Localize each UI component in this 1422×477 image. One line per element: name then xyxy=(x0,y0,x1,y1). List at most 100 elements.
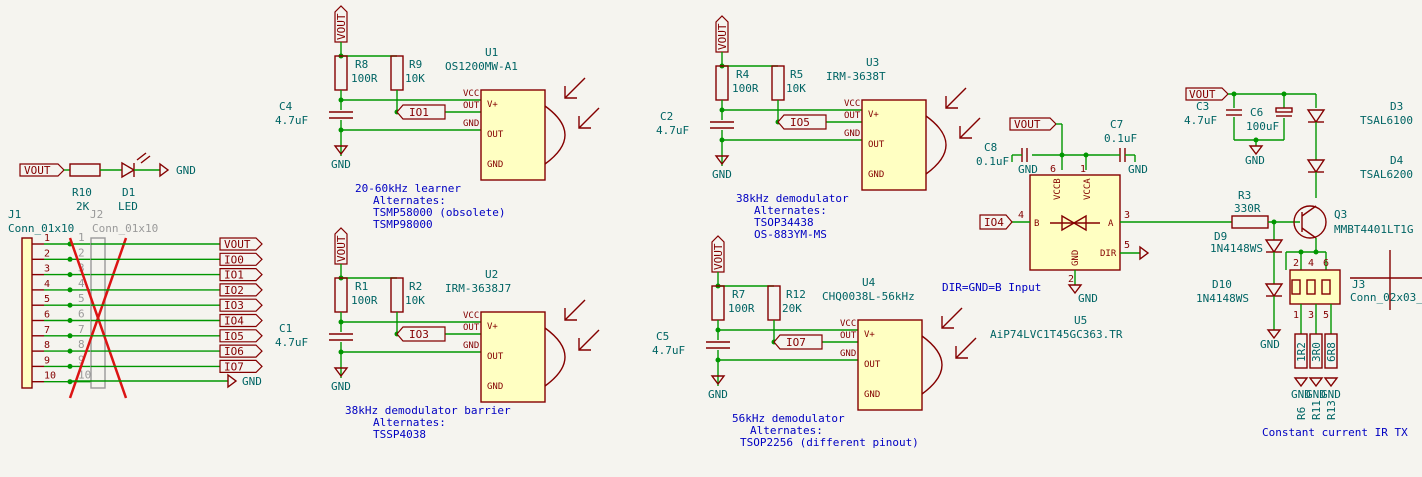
r10-ref: R10 xyxy=(72,186,92,199)
u4-r1-ref: R7 xyxy=(732,288,745,301)
tx-res-val-1: 3R0 xyxy=(1310,342,1323,362)
u3-note-0: 38kHz demodulator xyxy=(736,192,849,205)
u5-pn-dir: 5 xyxy=(1124,240,1130,251)
d9-ref: D9 xyxy=(1214,230,1227,243)
header-net-vout: VOUT xyxy=(224,238,251,251)
d10-value: 1N4148WS xyxy=(1196,292,1249,305)
u2-note-2: TSSP4038 xyxy=(373,428,426,441)
u3-vout-label: VOUT xyxy=(716,23,729,50)
j2-pin-10: 10 xyxy=(78,369,91,382)
u3-ipin-gnd: GND xyxy=(868,170,884,180)
d1-ref: D1 xyxy=(122,186,135,199)
u1-ref: U1 xyxy=(485,46,498,59)
tx-res-val-2: 6R8 xyxy=(1325,342,1338,362)
u5-pn-a: 3 xyxy=(1124,210,1130,221)
u5-pn-gnd: 2 xyxy=(1068,274,1074,285)
r10-value: 2K xyxy=(76,200,90,213)
u4-pin-gnd: GND xyxy=(840,349,856,359)
u5-pn-vcca: 1 xyxy=(1080,164,1086,175)
j2-pin-5: 5 xyxy=(78,292,85,305)
u1-gnd-label: GND xyxy=(331,158,351,171)
u3-pin-vcc: VCC xyxy=(844,99,860,109)
j2-pin-9: 9 xyxy=(78,353,85,366)
u2-r2-ref: R2 xyxy=(409,280,422,293)
led-vout-label: VOUT xyxy=(24,164,51,177)
c8-gnd: GND xyxy=(1018,163,1038,176)
u5-pin-vccb: VCCB xyxy=(1053,178,1063,200)
u3-ipin-out: OUT xyxy=(868,140,885,150)
led-gnd-label: GND xyxy=(176,164,196,177)
u5-pin-dir: DIR xyxy=(1100,249,1117,259)
j3-top-pin-1: 4 xyxy=(1308,258,1314,269)
u4-cap-ref: C5 xyxy=(656,330,669,343)
u4-value: CHQ0038L-56kHz xyxy=(822,290,915,303)
u1-ipin-out: OUT xyxy=(487,130,504,140)
u1-pin-out: OUT xyxy=(463,101,480,111)
q3-value: MMBT4401LT1G xyxy=(1334,223,1413,236)
u1-r2-ref: R9 xyxy=(409,58,422,71)
u5-pin-vcca: VCCA xyxy=(1083,178,1093,200)
j2-pin-6: 6 xyxy=(78,308,85,321)
j1-pin-7: 7 xyxy=(44,325,50,336)
tx-res-ref-2: R13 xyxy=(1325,400,1338,420)
tx-res-ref-0: R6 xyxy=(1295,407,1308,420)
u4-pin-vcc: VCC xyxy=(840,319,856,329)
u5-dir-note: DIR=GND=B Input xyxy=(942,281,1041,294)
j1-pin-2: 2 xyxy=(44,248,50,259)
j2-pin-2: 2 xyxy=(78,246,85,259)
u4-block: VOUTR7100RR1220KC54.7uFGNDIO7VCCOUTGNDV+… xyxy=(652,235,977,449)
tx-res-val-0: 1R2 xyxy=(1295,342,1308,362)
j2-pin-7: 7 xyxy=(78,323,85,336)
u2-cap-ref: C1 xyxy=(279,322,292,335)
u1-r2-value: 10K xyxy=(405,72,425,85)
u2-note-0: 38kHz demodulator barrier xyxy=(345,404,511,417)
u2-cap-value: 4.7uF xyxy=(275,336,308,349)
u4-gnd-label: GND xyxy=(708,388,728,401)
j3-top-pin-2: 6 xyxy=(1323,258,1329,269)
u4-cap-value: 4.7uF xyxy=(652,344,685,357)
u3-note-2: TSOP34438 xyxy=(754,216,814,229)
header-net-io3: IO3 xyxy=(224,299,244,312)
u2-ipin-out: OUT xyxy=(487,352,504,362)
j3-bot-pin-0: 1 xyxy=(1293,310,1299,321)
tx-gnd2-label: GND xyxy=(1260,338,1280,351)
r3-value: 330R xyxy=(1234,202,1261,215)
u5-pn-b: 4 xyxy=(1018,210,1024,221)
j1-ref: J1 xyxy=(8,208,21,221)
u5-pin-b: B xyxy=(1034,219,1039,229)
u2-pin-out: OUT xyxy=(463,323,480,333)
j3-bot-pin-2: 5 xyxy=(1323,310,1329,321)
header-net-io6: IO6 xyxy=(224,345,244,358)
u2-block: VOUTR1100RR210KC14.7uFGNDIO3VCCOUTGNDV+O… xyxy=(275,227,600,441)
u4-note-1: Alternates: xyxy=(750,424,823,437)
u4-ipin-gnd: GND xyxy=(864,390,880,400)
u4-r2-ref: R12 xyxy=(786,288,806,301)
j1-gnd-label: GND xyxy=(242,375,262,388)
u1-pin-vcc: VCC xyxy=(463,89,479,99)
d4-value: TSAL6200 xyxy=(1360,168,1413,181)
c6-value: 100uF xyxy=(1246,120,1279,133)
j1-pin-9: 9 xyxy=(44,355,50,366)
j3-top-pin-0: 2 xyxy=(1293,258,1299,269)
c7-value: 0.1uF xyxy=(1104,132,1137,145)
j3-bot-pin-1: 3 xyxy=(1308,310,1314,321)
led-block: VOUT GND R10 2K D1 LED xyxy=(19,152,196,213)
u5-block: VOUT C8 0.1uF GND C7 0.1uF GND VCCB VCCA… xyxy=(942,117,1232,341)
u3-r2-ref: R5 xyxy=(790,68,803,81)
u3-cap-value: 4.7uF xyxy=(656,124,689,137)
u3-cap-ref: C2 xyxy=(660,110,673,123)
u1-note-2: TSMP58000 (obsolete) xyxy=(373,206,505,219)
u5-pin-a: A xyxy=(1108,219,1114,229)
j2-value: Conn_01x10 xyxy=(92,222,158,235)
c3-value: 4.7uF xyxy=(1184,114,1217,127)
header-net-io1: IO1 xyxy=(224,269,244,282)
u1-ipin-gnd: GND xyxy=(487,160,503,170)
u1-r1-value: 100R xyxy=(351,72,378,85)
tx-res-gnd-1: GND xyxy=(1306,388,1326,401)
u2-ipin-v: V+ xyxy=(487,322,498,332)
u3-pin-out: OUT xyxy=(844,111,861,121)
u1-value: OS1200MW-A1 xyxy=(445,60,518,73)
ir-tx-block: VOUT GND C3 4.7uF C6 100uF D3 TSAL6100 D… xyxy=(1184,87,1422,439)
header-net-io4: IO4 xyxy=(224,315,244,328)
